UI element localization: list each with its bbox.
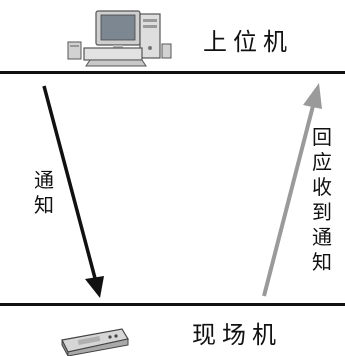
notify-label-char: 通: [34, 168, 54, 192]
reply-label-char: 通: [312, 225, 332, 249]
notify-arrow: [42, 85, 104, 298]
reply-arrow: [262, 83, 322, 297]
notify-label-char: 知: [34, 193, 54, 217]
notify-label: 通 知: [33, 168, 55, 218]
reply-label-char: 到: [312, 200, 332, 224]
host-label: 上位机: [203, 28, 293, 56]
field-label: 现场机: [192, 321, 282, 349]
reply-label-char: 知: [312, 250, 332, 274]
reply-label-char: 收: [312, 175, 332, 199]
desktop-computer-icon: [67, 10, 172, 67]
field-device-icon: [61, 328, 129, 356]
reply-label-char: 回: [312, 125, 332, 149]
reply-label-char: 应: [312, 150, 332, 174]
top-divider: [0, 71, 345, 74]
bottom-divider: [0, 303, 345, 306]
reply-label: 回 应 收 到 通 知: [311, 125, 333, 275]
